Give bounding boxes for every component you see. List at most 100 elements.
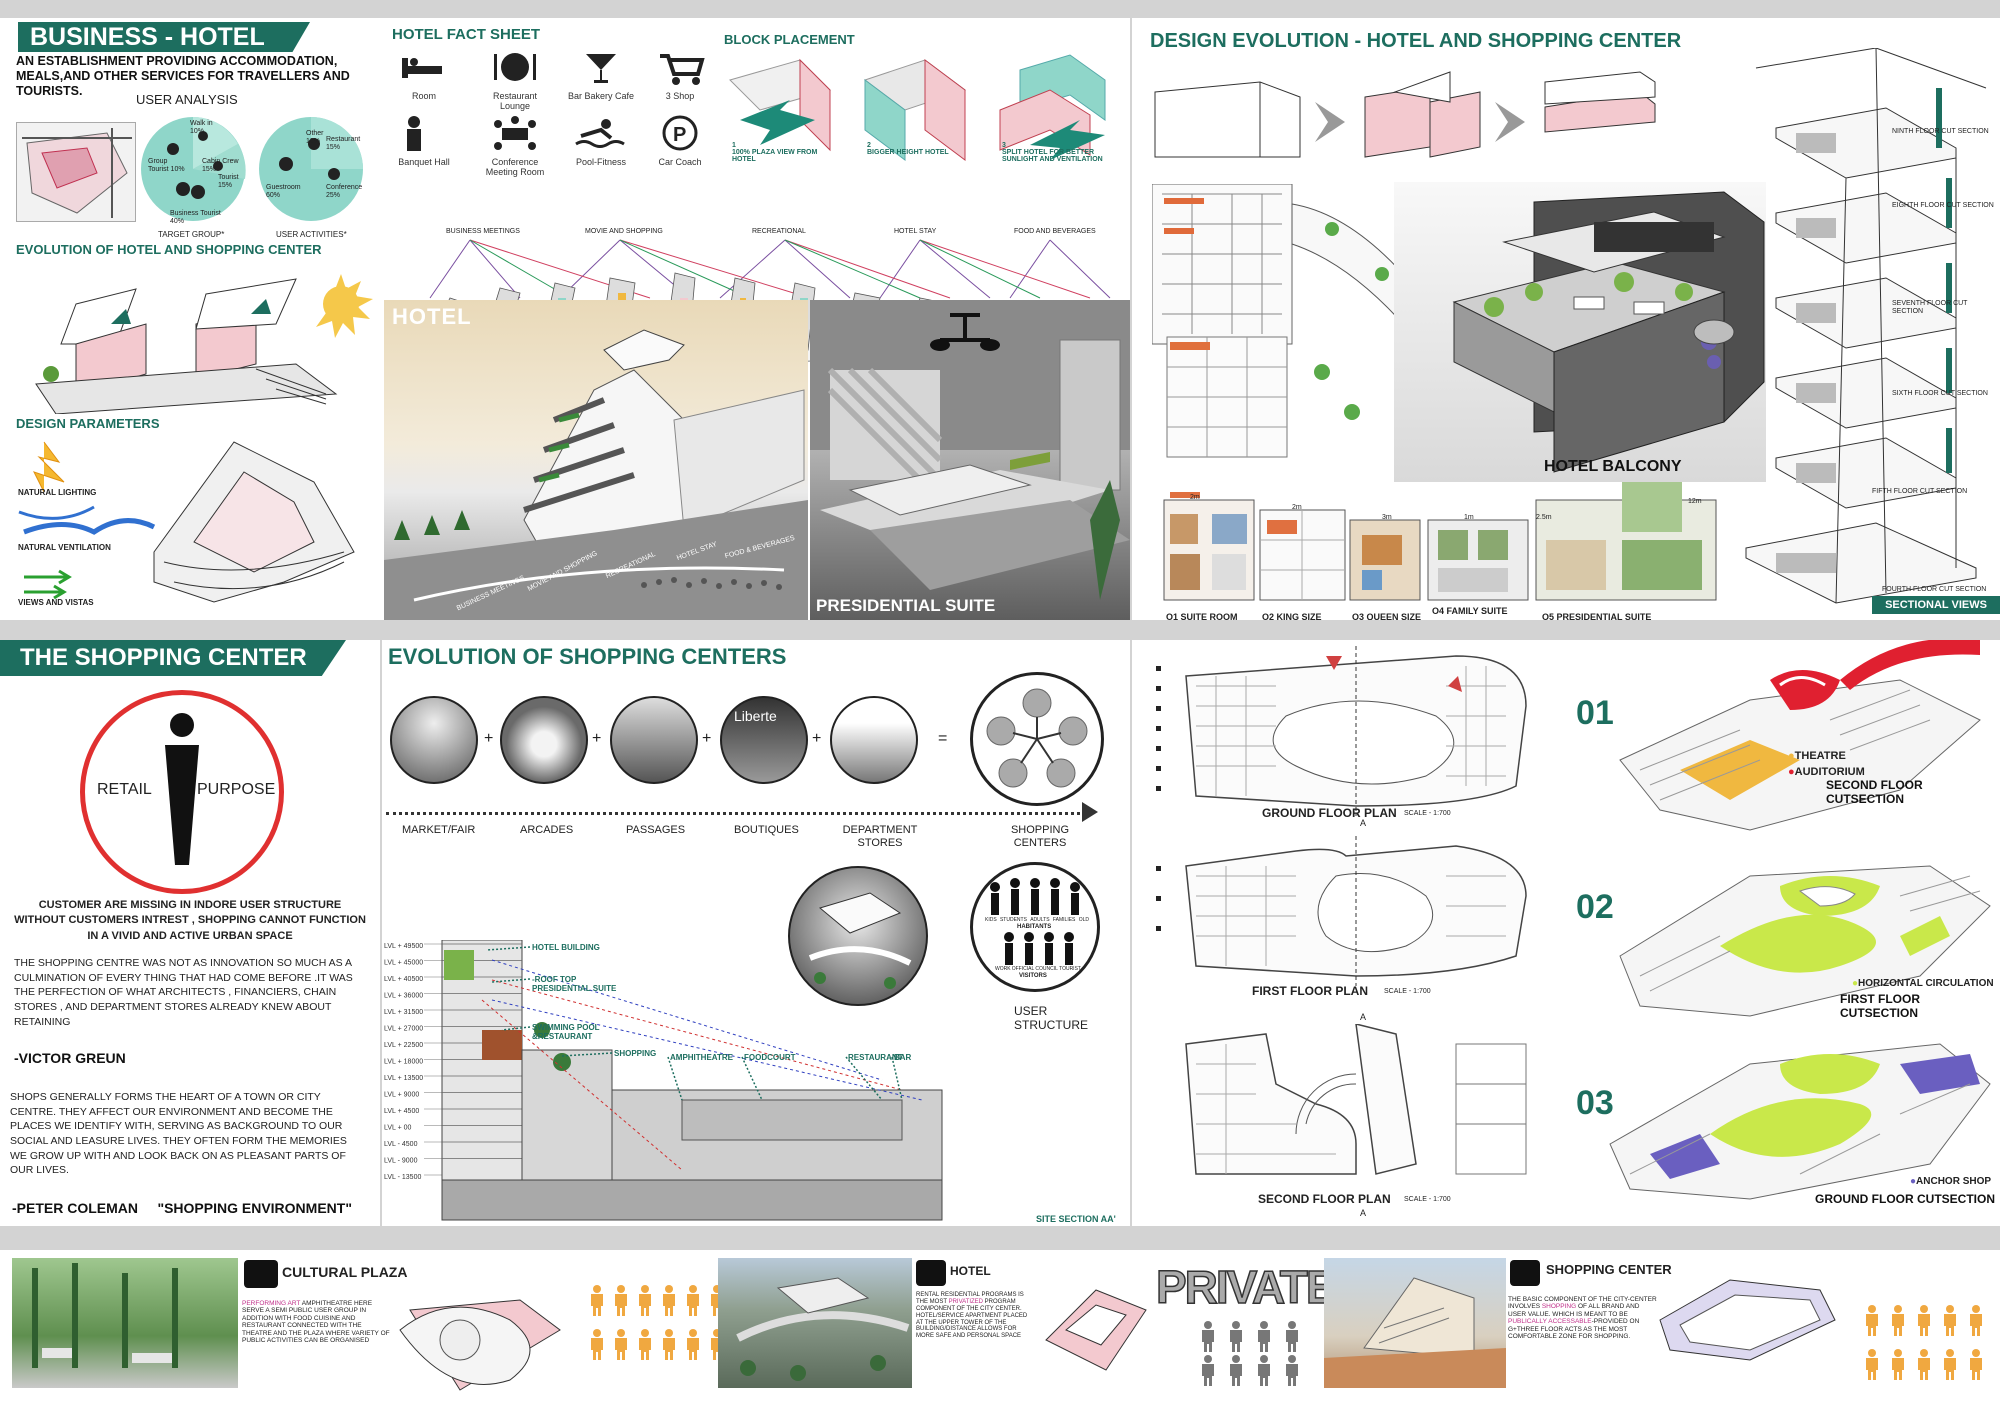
hotel-definition: AN ESTABLISHMENT PROVIDING ACCOMMODATION… xyxy=(16,54,350,98)
person-icon xyxy=(1230,1321,1242,1352)
hotel-text-highlight: PRIVATIZED xyxy=(948,1298,984,1305)
person-icon xyxy=(1970,1349,1982,1380)
habitant-types: KIDS STUDENTS ADULTS FAMILIES OLD xyxy=(985,917,1089,923)
section-floor-8: EIGHTH FLOOR CUT SECTION xyxy=(1892,202,1994,209)
site-map xyxy=(16,122,136,222)
plus-2: + xyxy=(592,730,602,747)
fact-label-pool: Pool-Fitness xyxy=(575,157,627,167)
room-label-4: O4 FAMILY SUITE xyxy=(1432,606,1508,616)
section-tree xyxy=(534,1022,550,1038)
section-leader-line xyxy=(891,1056,903,1101)
room-dim-6: 12m xyxy=(1688,498,1702,505)
shop-text-c: -PROVIDED ON G+THREE FLOOR ACTS AS THE M… xyxy=(1508,1318,1640,1341)
section-label: FOODCOURT xyxy=(744,1053,796,1062)
section-level-label: LVL + 31500 xyxy=(384,1009,423,1016)
equals-sign: = xyxy=(938,730,948,747)
sectional-views-banner: SECTIONAL VIEWS xyxy=(1872,596,2000,614)
ground-floor-plan xyxy=(1156,646,1536,816)
habitant-students: STUDENTS xyxy=(999,917,1027,923)
person-icon xyxy=(639,1285,651,1316)
private-people xyxy=(1196,1316,1316,1386)
cultural-plaza-title: CULTURAL PLAZA xyxy=(282,1264,408,1280)
shopping-bottom-title: SHOPPING CENTER xyxy=(1546,1262,1672,1277)
shopping-bottom-diagram xyxy=(1659,1279,1836,1361)
hotel-render: HOTEL BUSINESS MEETINGS MOVIE AND SHOPPI… xyxy=(384,300,808,620)
hotel-intro-panel: BUSINESS - HOTEL AN ESTABLISHMENT PROVID… xyxy=(0,18,380,620)
legend-theatre: ●THEATRE xyxy=(1788,750,1846,762)
evolution-massing-steps xyxy=(1154,71,1656,158)
hotel-text-b: PROGRAM COMPONENT OF THE CITY CENTER. HO… xyxy=(916,1298,1028,1340)
fact-icon-conference: Conference Meeting Room xyxy=(480,114,550,177)
plus-3: + xyxy=(702,730,712,747)
legend-auditorium: ●AUDITORIUM xyxy=(1788,766,1865,778)
cultural-text-highlight: PERFORMING ART xyxy=(242,1300,301,1307)
plus-1: + xyxy=(484,730,494,747)
room-dim-3: 3m xyxy=(1382,514,1392,521)
evolution-shopping-panel: EVOLUTION OF SHOPPING CENTERS + + + Libe… xyxy=(382,640,1130,1226)
stage-arcades-image xyxy=(500,696,588,784)
section-green-terrace xyxy=(444,950,474,980)
hotel-text-a: RENTAL RESIDENTIAL PROGRAMS IS THE MOST xyxy=(916,1292,1024,1305)
person-icon xyxy=(1918,1349,1930,1380)
fact-sheet-title: HOTEL FACT SHEET xyxy=(392,26,541,43)
stage-boutiques-image: Liberte xyxy=(720,696,808,784)
person-icon xyxy=(1892,1349,1904,1380)
section-level-label: LVL + 22500 xyxy=(384,1042,423,1049)
person-icon xyxy=(1258,1321,1270,1352)
param-ventilation: NATURAL VENTILATION xyxy=(18,543,111,552)
block-step-1: 1 100% PLAZA VIEW FROM HOTEL xyxy=(732,142,842,163)
shop-text-highlight-1: SHOPPING xyxy=(1541,1303,1577,1311)
person-icon xyxy=(1202,1355,1214,1386)
person-icon xyxy=(1892,1305,1904,1336)
block-step-3-text: SPLIT HOTEL FOR BETTER SUNLIGHT AND VENT… xyxy=(1002,149,1103,163)
second-plan-scale: SCALE - 1:700 xyxy=(1404,1196,1451,1203)
cultural-plaza-diagram xyxy=(399,1299,561,1391)
section-caption: SITE SECTION AA' xyxy=(1036,1214,1116,1224)
room-dim-2: 2m xyxy=(1292,504,1302,511)
section-leader-line xyxy=(845,1056,883,1101)
block-step-3: 3 SPLIT HOTEL FOR BETTER SUNLIGHT AND VE… xyxy=(1002,142,1122,163)
cutsections-panel: 01 02 03 ●THEATRE ●AUDITORIUM SECOND FLO… xyxy=(1540,640,2000,1226)
section-label: SHOPPING xyxy=(614,1049,656,1058)
ground-plan-scale: SCALE - 1:700 xyxy=(1404,810,1451,817)
person-icon xyxy=(1258,1355,1270,1386)
activity-strip-1: BUSINESS MEETINGS xyxy=(446,228,520,235)
cultural-plaza-photo xyxy=(12,1258,238,1388)
user-structure-circle: KIDS STUDENTS ADULTS FAMILIES OLD HABITA… xyxy=(970,862,1100,992)
shopping-people xyxy=(1860,1300,2000,1400)
ground-a-marker: A xyxy=(1360,818,1367,828)
section-level-label: LVL - 13500 xyxy=(384,1174,421,1181)
stage-market-image xyxy=(390,696,478,784)
plus-4: + xyxy=(812,730,822,747)
evolution-title: EVOLUTION OF HOTEL AND SHOPPING CENTER xyxy=(16,242,322,257)
habitant-kids: KIDS xyxy=(985,917,997,923)
shop-text-highlight-2: PUBLICALLY ACCESSABLE xyxy=(1508,1318,1592,1326)
person-icon xyxy=(663,1329,675,1360)
stage-label-market: MARKET/FAIR xyxy=(402,824,476,836)
evolution-massing xyxy=(35,274,373,414)
target-segment-4: Tourist 15% xyxy=(218,174,239,190)
stage-shopping-image xyxy=(970,672,1104,806)
author-gruen: -VICTOR GREUN xyxy=(14,1050,126,1066)
activity-segment-1: Other 10% xyxy=(306,130,324,146)
fact-icon-restaurant: Restaurant Lounge xyxy=(480,48,550,111)
author-coleman: -PETER COLEMAN "SHOPPING ENVIRONMENT" xyxy=(12,1200,352,1216)
evolution-timeline xyxy=(386,812,1086,815)
section-level-label: LVL - 9000 xyxy=(384,1158,418,1165)
section-level-label: LVL + 00 xyxy=(384,1125,412,1132)
legend-theatre-label: THEATRE xyxy=(1794,750,1846,762)
ground-plan-title: GROUND FLOOR PLAN xyxy=(1262,806,1397,820)
cultural-plaza-icon xyxy=(244,1260,278,1288)
fact-label-banquet: Banquet Hall xyxy=(398,157,450,167)
target-segment-3: Cabin Crew 15% xyxy=(202,158,239,174)
section-label: SWIMMING POOL xyxy=(532,1023,600,1032)
section-label: -ROOF TOP xyxy=(532,975,577,984)
habitant-families: FAMILIES xyxy=(1052,917,1076,923)
section-level-label: LVL + 45000 xyxy=(384,960,423,967)
timeline-arrow xyxy=(1082,802,1098,822)
activity-strip-4: HOTEL STAY xyxy=(894,228,937,235)
shopping-bottom-icon xyxy=(1510,1260,1540,1286)
section-label: BAR xyxy=(894,1053,912,1062)
shopping-title: THE SHOPPING CENTER xyxy=(20,644,307,671)
section-atrium xyxy=(681,1099,903,1141)
